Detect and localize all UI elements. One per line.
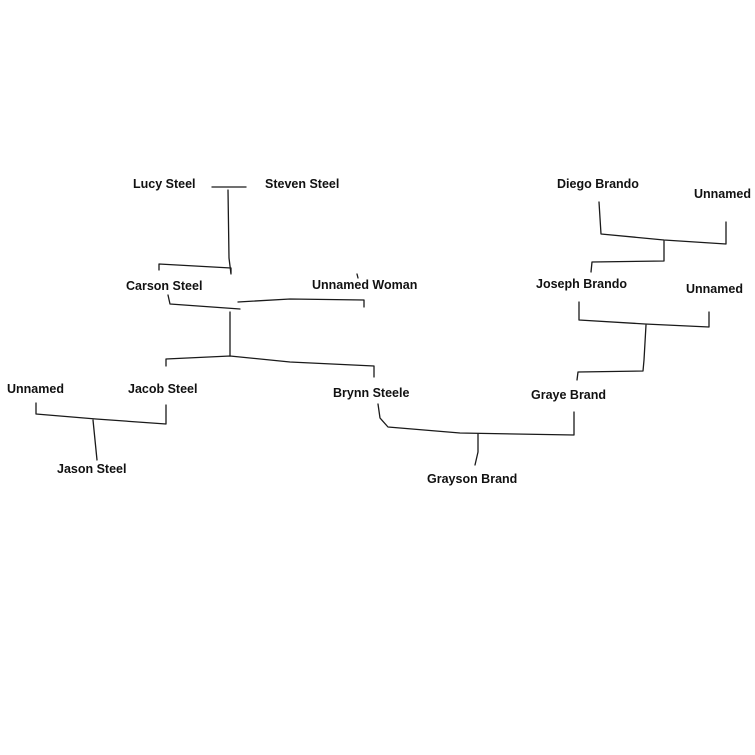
- person-carson-steel: Carson Steel: [126, 279, 203, 293]
- connector-lucy-steven-descent: [227, 189, 232, 275]
- person-grayson-brand: Grayson Brand: [427, 472, 518, 486]
- person-diego-brando: Diego Brando: [557, 177, 639, 191]
- person-lucy-steel: Lucy Steel: [133, 177, 196, 191]
- person-unnamed-joseph-partner: Unnamed: [686, 282, 743, 296]
- person-graye-brand: Graye Brand: [531, 388, 607, 402]
- connector-joseph-descent: [576, 324, 647, 381]
- connector-jason-descent: [92, 419, 98, 461]
- connector-brynn-graye: [377, 403, 575, 436]
- connector-joseph-couple: [578, 301, 710, 328]
- person-brynn-steele: Brynn Steele: [333, 386, 410, 400]
- connector-woman-tick: [356, 273, 359, 279]
- person-jacob-steel: Jacob Steel: [128, 382, 198, 396]
- person-joseph-brando: Joseph Brando: [536, 277, 627, 291]
- connector-children-bracket: [165, 355, 375, 378]
- person-unnamed-diego-partner: Unnamed: [694, 187, 751, 201]
- person-unnamed-jacob-partner: Unnamed: [7, 382, 64, 396]
- connector-jacob-couple: [35, 402, 167, 425]
- connector-woman-bracket: [237, 298, 365, 308]
- person-unnamed-woman: Unnamed Woman: [312, 278, 418, 292]
- connector-diego-descent: [590, 240, 665, 273]
- connector-grayson-descent: [474, 433, 479, 466]
- person-steven-steel: Steven Steel: [265, 177, 340, 191]
- person-jason-steel: Jason Steel: [57, 462, 127, 476]
- connector-carson-bracket: [158, 263, 232, 274]
- connector-diego-couple: [598, 201, 727, 245]
- connector-carson-woman: [167, 294, 241, 310]
